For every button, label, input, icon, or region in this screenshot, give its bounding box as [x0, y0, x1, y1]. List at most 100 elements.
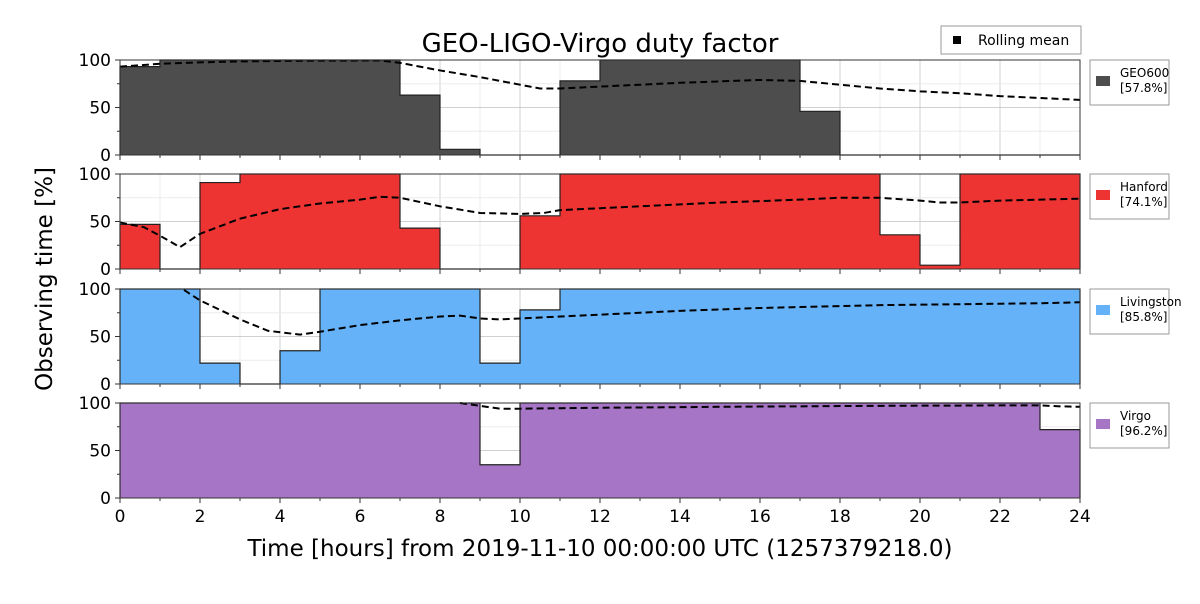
y-tick-label: 0 [100, 146, 111, 166]
y-tick-label: 50 [89, 442, 111, 462]
rolling-mean-legend-box [940, 25, 1082, 55]
duty-bar [880, 403, 920, 498]
duty-bar [560, 174, 600, 269]
legend-series-name: GEO600 [1120, 66, 1169, 80]
duty-bar [840, 403, 880, 498]
duty-bar [240, 403, 280, 498]
duty-bar [920, 403, 960, 498]
duty-bar [1040, 429, 1080, 498]
legend-geo600: GEO600[57.8%] [1089, 59, 1170, 106]
rolling-mean-legend-label: Rolling mean [978, 33, 1069, 49]
duty-bar [360, 289, 400, 384]
duty-bar [280, 60, 320, 155]
legend-series-name: Virgo [1120, 409, 1151, 423]
panel-hanford: 0 50 100 Hanford[74.1%] [79, 165, 1170, 280]
duty-bar [320, 174, 360, 269]
y-tick-label: 0 [100, 260, 111, 280]
duty-bar [1000, 403, 1040, 498]
duty-bar [680, 289, 720, 384]
duty-bar [360, 60, 400, 155]
legend-livingston: Livingston[85.8%] [1089, 288, 1182, 335]
x-tick-label: 12 [589, 507, 611, 527]
x-tick-label: 10 [509, 507, 531, 527]
legend-series-summary: [57.8%] [1120, 81, 1167, 95]
duty-bar [680, 60, 720, 155]
duty-bar [280, 174, 320, 269]
duty-bar [680, 174, 720, 269]
duty-bar [240, 60, 280, 155]
duty-bar [400, 289, 440, 384]
legend-series-name: Livingston [1120, 295, 1182, 309]
duty-bar [880, 234, 920, 269]
duty-bar [680, 403, 720, 498]
duty-bar [960, 403, 1000, 498]
duty-bar [720, 403, 760, 498]
duty-bar [840, 174, 880, 269]
x-tick-label: 22 [989, 507, 1011, 527]
duty-bar [600, 174, 640, 269]
duty-bar [440, 149, 480, 155]
duty-bar [120, 224, 160, 269]
duty-bar [320, 403, 360, 498]
duty-bar [720, 289, 760, 384]
y-tick-label: 100 [79, 165, 111, 185]
y-tick-label: 50 [89, 213, 111, 233]
x-tick-label: 20 [909, 507, 931, 527]
duty-bar [320, 60, 360, 155]
duty-bar [200, 403, 240, 498]
duty-bar [880, 289, 920, 384]
duty-bar [360, 174, 400, 269]
legend-swatch [1096, 419, 1110, 429]
duty-bar [640, 403, 680, 498]
rolling-mean-legend: Rolling mean [940, 25, 1082, 55]
duty-bar [520, 403, 560, 498]
duty-bar [560, 80, 600, 155]
x-tick-label: 18 [829, 507, 851, 527]
y-axis-title: Observing time [%] [32, 167, 58, 391]
rolling-mean-line [183, 289, 1081, 336]
duty-bar [640, 174, 680, 269]
duty-bar [480, 464, 520, 498]
y-tick-label: 0 [100, 489, 111, 509]
duty-bar [160, 403, 200, 498]
duty-bar [440, 289, 480, 384]
duty-bar [360, 403, 400, 498]
duty-bar [200, 363, 240, 384]
duty-bar [600, 60, 640, 155]
duty-bar [400, 95, 440, 155]
duty-bar [200, 60, 240, 155]
legend-swatch [1096, 190, 1110, 200]
duty-bar [760, 174, 800, 269]
duty-bar [920, 289, 960, 384]
duty-bar [800, 111, 840, 155]
rolling-mean-line [119, 59, 1081, 101]
duty-bar [760, 403, 800, 498]
duty-bar [600, 403, 640, 498]
duty-bar [960, 174, 1000, 269]
duty-bar [920, 265, 960, 269]
y-tick-label: 50 [89, 99, 111, 119]
y-tick-label: 50 [89, 328, 111, 348]
duty-bar [120, 66, 160, 155]
legend-virgo: Virgo[96.2%] [1089, 402, 1170, 449]
legend-swatch [1096, 305, 1110, 315]
duty-bar [480, 363, 520, 384]
duty-bar [1000, 174, 1040, 269]
duty-bar [640, 60, 680, 155]
x-tick-label: 8 [435, 507, 446, 527]
duty-bar [760, 60, 800, 155]
x-tick-label: 4 [275, 507, 286, 527]
legend-hanford: Hanford[74.1%] [1089, 173, 1170, 220]
duty-bar [600, 289, 640, 384]
rolling-mean-line [459, 402, 1081, 410]
duty-bar [840, 289, 880, 384]
legend-series-summary: [96.2%] [1120, 424, 1167, 438]
duty-step-outline [119, 173, 1081, 270]
duty-bar [120, 403, 160, 498]
legend-series-summary: [85.8%] [1120, 310, 1167, 324]
x-tick-label: 16 [749, 507, 771, 527]
